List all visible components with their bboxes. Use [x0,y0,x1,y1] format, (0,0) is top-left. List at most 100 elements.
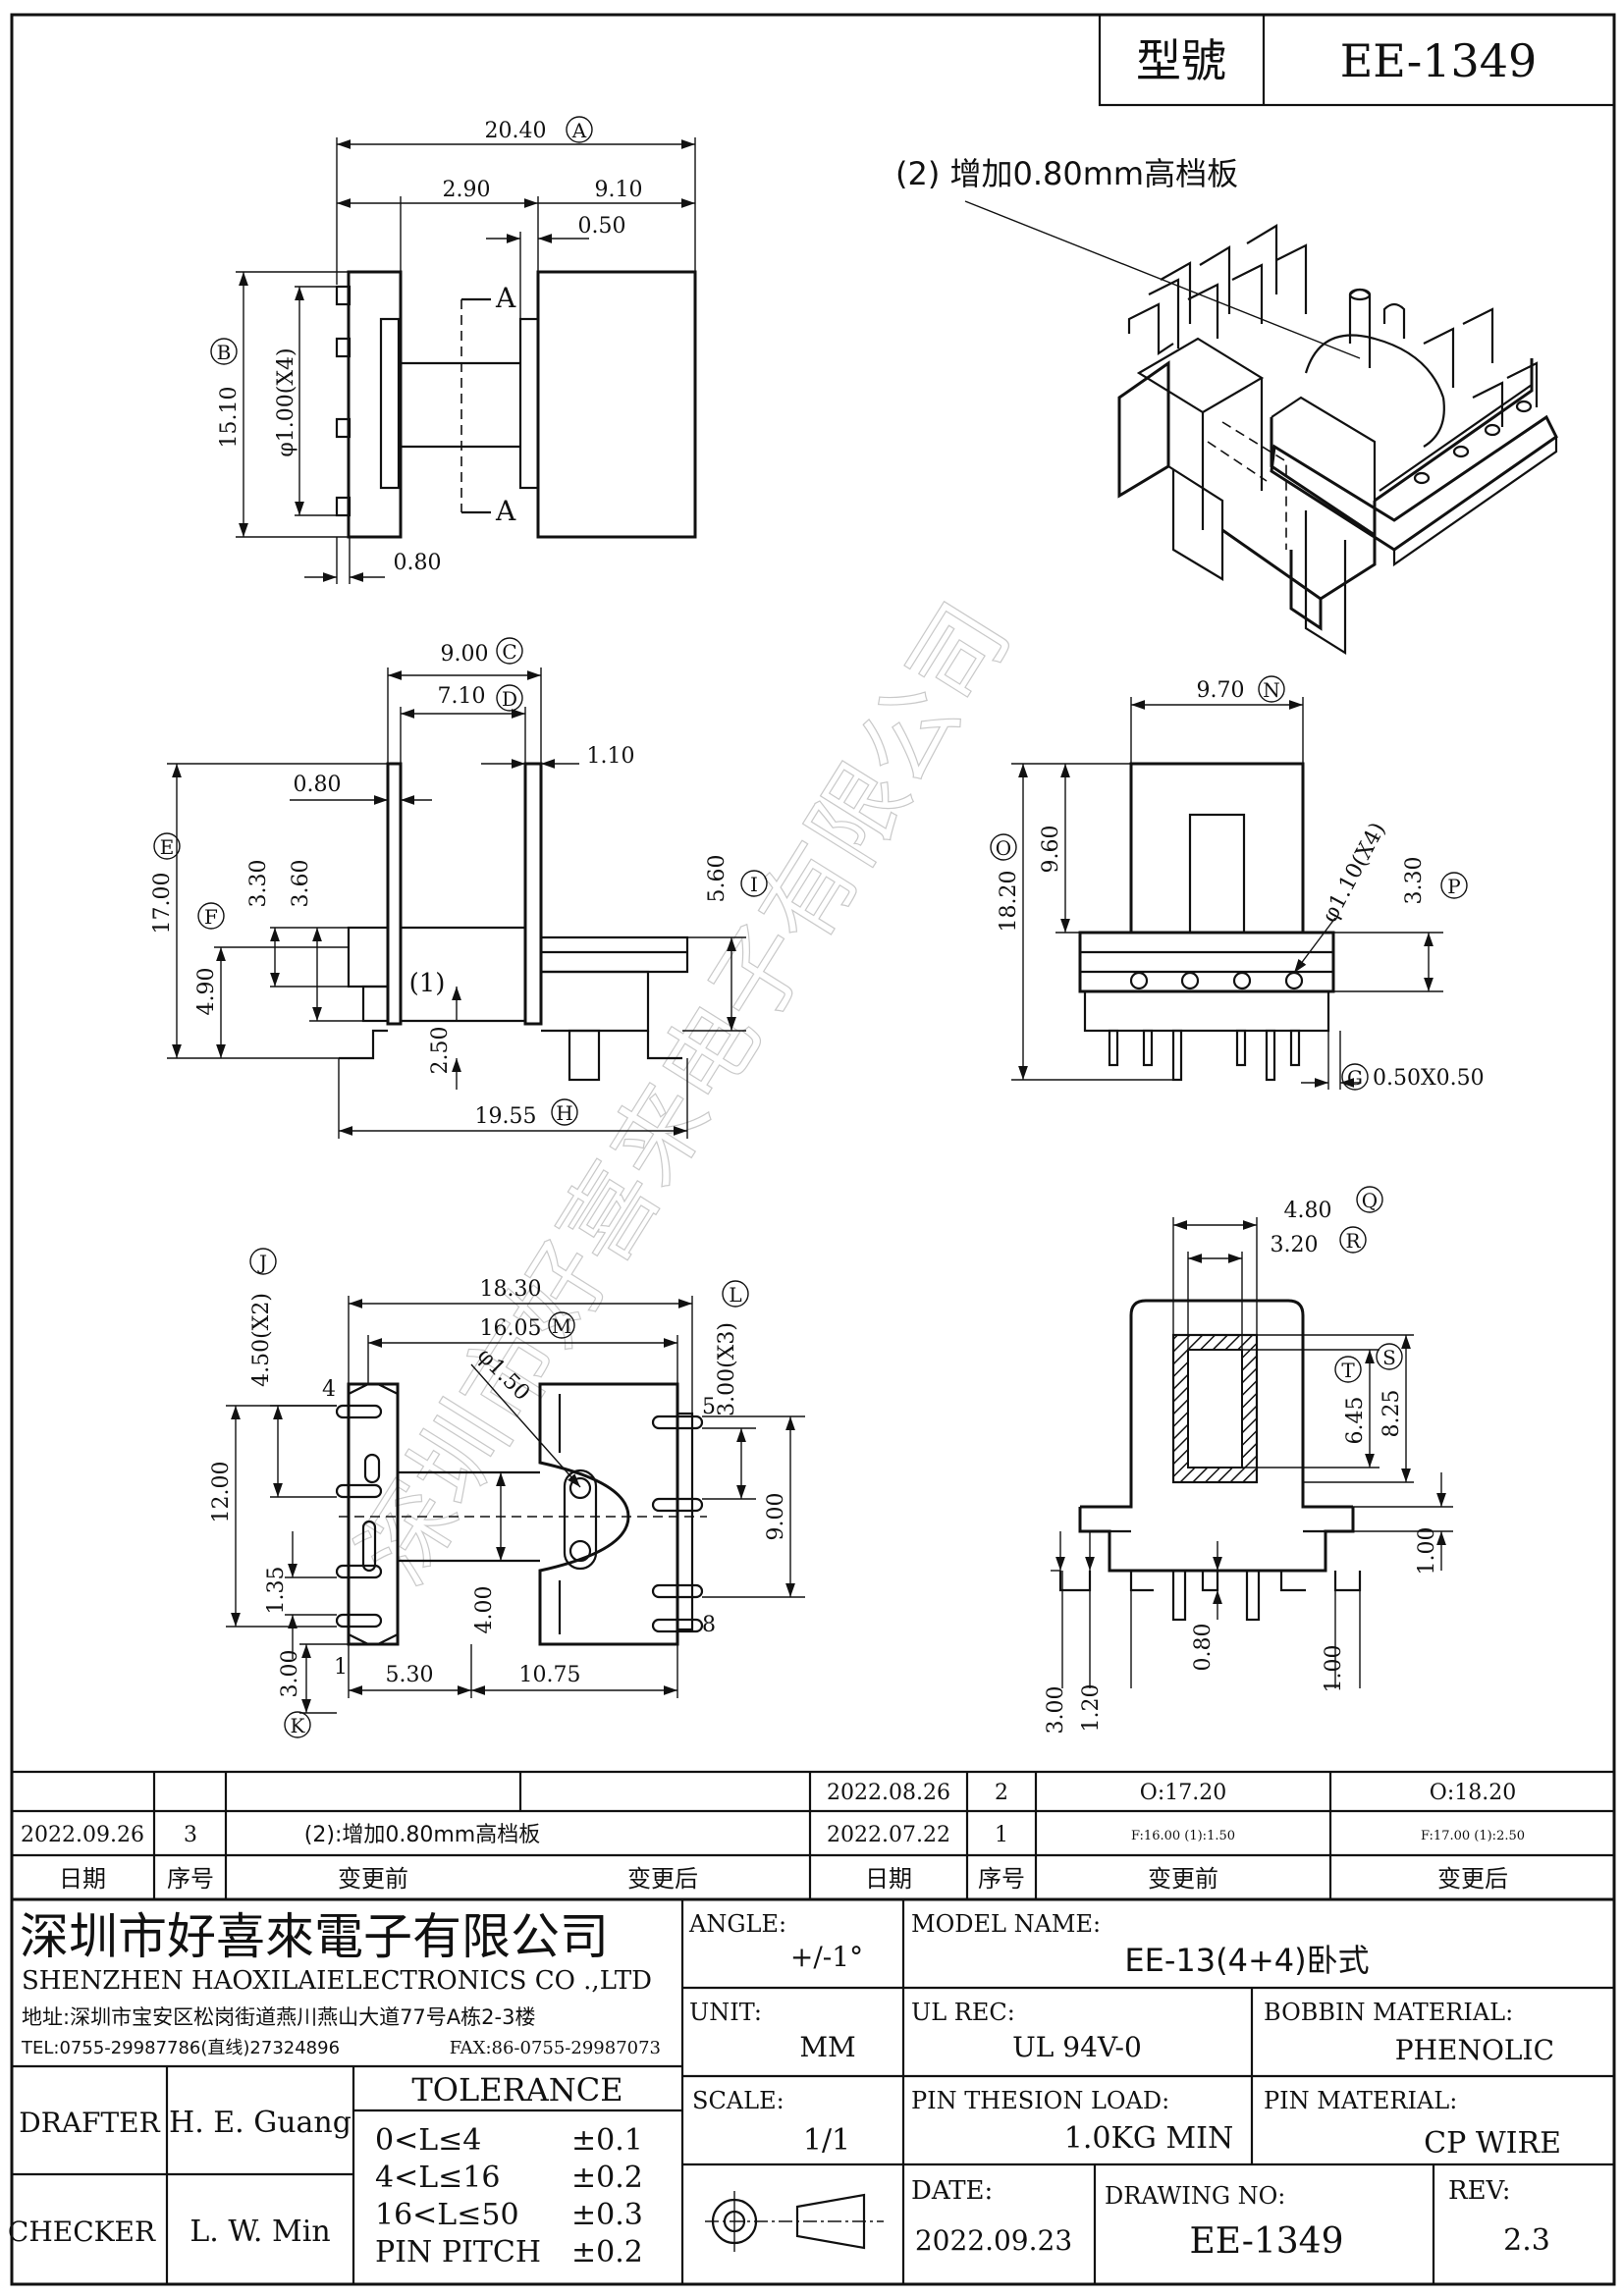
svg-text:4.00: 4.00 [472,1586,497,1634]
svg-text:2022.07.22: 2022.07.22 [827,1823,950,1847]
svg-text:1.20: 1.20 [1079,1684,1104,1733]
svg-text:18.20: 18.20 [997,871,1021,933]
svg-text:2.50: 2.50 [428,1027,453,1075]
svg-text:PIN MATERIAL:: PIN MATERIAL: [1264,2087,1457,2114]
svg-text:EE-1349: EE-1349 [1189,2221,1343,2262]
svg-text:SCALE:: SCALE: [692,2087,784,2114]
company-name-en: SHENZHEN HAOXILAIELECTRONICS CO .,LTD [22,1966,652,1996]
svg-text:1.0KG MIN: 1.0KG MIN [1064,2121,1233,2156]
svg-text:2022.08.26: 2022.08.26 [827,1781,950,1805]
svg-text:3.00: 3.00 [1044,1686,1068,1735]
svg-text:M: M [552,1314,571,1338]
svg-text:PHENOLIC: PHENOLIC [1395,2034,1554,2066]
svg-text:9.70: 9.70 [1197,678,1245,703]
svg-text:2022.09.23: 2022.09.23 [915,2224,1072,2257]
svg-text:CP WIRE: CP WIRE [1424,2126,1561,2161]
svg-text:日期: 日期 [865,1865,912,1893]
svg-text:C: C [502,640,516,664]
side-view: 9.00 C 7.10 D 0.80 1.10 17.00 E 3.30 3.6… [150,637,768,1139]
svg-text:2.90: 2.90 [443,178,491,202]
svg-text:O:18.20: O:18.20 [1430,1781,1516,1805]
svg-text:A: A [495,282,516,314]
svg-text:I: I [750,873,758,896]
svg-text:TOLERANCE: TOLERANCE [411,2071,622,2109]
company-tel: TEL:0755-29987786(直线)27324896 [21,2038,340,2058]
svg-text:16.05: 16.05 [480,1316,542,1341]
svg-text:3.60: 3.60 [289,860,313,908]
svg-text:MM: MM [799,2031,855,2063]
model-label: 型號 [1136,34,1226,87]
svg-text:20.40: 20.40 [485,119,547,143]
svg-text:3.20: 3.20 [1271,1233,1319,1257]
svg-text:10.75: 10.75 [519,1663,581,1687]
svg-text:DRAFTER: DRAFTER [19,2107,160,2139]
svg-text:1: 1 [334,1655,348,1680]
svg-text:O: O [996,836,1011,860]
svg-text:φ1.10(X4): φ1.10(X4) [1318,819,1390,927]
svg-text:变更后: 变更后 [1437,1865,1508,1893]
svg-text:+/-1°: +/-1° [790,1941,863,1973]
svg-text:F: F [204,905,218,929]
svg-text:3.30: 3.30 [246,860,271,908]
svg-text:REV:: REV: [1448,2176,1510,2206]
company-fax: FAX:86-0755-29987073 [450,2038,661,2058]
svg-text:序号: 序号 [167,1865,214,1893]
svg-text:2: 2 [995,1781,1008,1805]
svg-text:3: 3 [184,1823,197,1847]
svg-text:6.45: 6.45 [1343,1397,1368,1445]
svg-text:15.10: 15.10 [217,387,242,449]
svg-text:G: G [1347,1066,1363,1090]
svg-text:P: P [1447,875,1460,898]
svg-text:17.00: 17.00 [150,873,175,934]
svg-text:UL 94V-0: UL 94V-0 [1012,2031,1142,2063]
svg-text:1.35: 1.35 [264,1567,289,1615]
svg-text:1.00: 1.00 [1322,1645,1346,1693]
watermark: 深圳市好喜来电子有限公司 [338,584,1032,1603]
svg-text:(2):增加0.80mm高档板: (2):增加0.80mm高档板 [304,1823,540,1847]
svg-text:φ1.00(X4): φ1.00(X4) [274,347,298,456]
svg-text:9.00: 9.00 [441,642,489,667]
front-view: 9.70 N 18.20 O 9.60 φ1.10(X4) 3.30 P G 0… [990,675,1485,1091]
svg-text:DATE:: DATE: [911,2176,993,2206]
projection-symbol-icon [705,2191,884,2252]
svg-text:12.00: 12.00 [209,1462,234,1523]
svg-text:A: A [571,119,587,142]
svg-text:±0.2: ±0.2 [571,2235,643,2269]
svg-text:0.80: 0.80 [294,773,342,797]
svg-text:9.00: 9.00 [764,1493,788,1541]
svg-text:5.30: 5.30 [386,1663,434,1687]
svg-text:F:17.00 (1):2.50: F:17.00 (1):2.50 [1421,1829,1525,1843]
svg-text:4.90: 4.90 [194,968,219,1016]
svg-text:ANGLE:: ANGLE: [688,1910,786,1938]
svg-text:BOBBIN MATERIAL:: BOBBIN MATERIAL: [1264,1999,1513,2026]
svg-text:J: J [257,1251,267,1274]
bottom-view: 4 5 8 1 18.30 16.05 M φ1.50 4.50(X2) J 1… [209,1248,805,1738]
svg-text:8.25: 8.25 [1380,1390,1404,1438]
svg-text:变更前: 变更前 [1148,1865,1218,1893]
svg-text:PIN PITCH: PIN PITCH [375,2235,541,2269]
svg-text:H. E. Guang: H. E. Guang [169,2106,352,2140]
note-added-baffle: (2) 增加0.80mm高档板 [895,155,1238,192]
model-value: EE-1349 [1340,34,1538,87]
title-block: 深圳市好喜來電子有限公司 SHENZHEN HAOXILAIELECTRONIC… [8,1899,1614,2284]
svg-text:±0.1: ±0.1 [571,2123,643,2158]
svg-text:9.60: 9.60 [1039,826,1063,874]
svg-text:D: D [502,687,517,711]
header-model-box: 型號 EE-1349 [1098,13,1616,107]
svg-text:3.00: 3.00 [278,1650,302,1698]
svg-text:5.60: 5.60 [705,855,730,903]
svg-text:N: N [1263,678,1280,702]
svg-text:E: E [160,835,175,859]
svg-text:5: 5 [702,1395,716,1419]
svg-text:4.80: 4.80 [1284,1199,1332,1223]
svg-text:CHECKER: CHECKER [8,2216,156,2248]
svg-text:18.30: 18.30 [480,1277,542,1302]
svg-text:0<L≤4: 0<L≤4 [375,2123,481,2158]
svg-text:2.3: 2.3 [1503,2223,1550,2258]
svg-text:F:16.00 (1):1.50: F:16.00 (1):1.50 [1131,1829,1235,1843]
svg-text:3.00(X3): 3.00(X3) [715,1322,739,1416]
svg-text:4: 4 [322,1377,336,1402]
svg-text:9.10: 9.10 [595,178,643,202]
svg-text:1/1: 1/1 [803,2123,850,2158]
